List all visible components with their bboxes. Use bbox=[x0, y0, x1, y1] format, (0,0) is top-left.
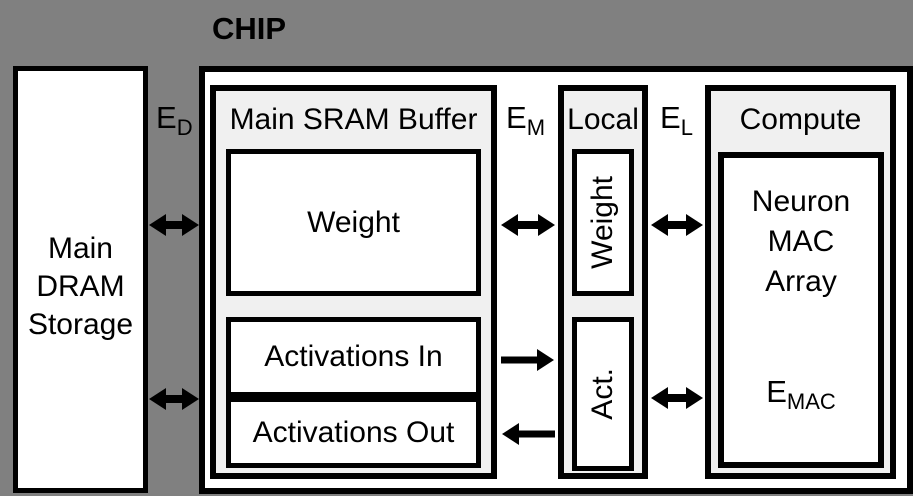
arrow-activations-out-icon bbox=[502, 423, 555, 445]
activations-in-label: Activations In bbox=[264, 340, 443, 373]
main-sram-buffer-title: Main SRAM Buffer bbox=[229, 103, 478, 136]
local-act-label: Act. bbox=[586, 368, 619, 420]
arrow-activations-in-icon bbox=[501, 349, 554, 371]
chip-box: Main SRAM Buffer Weight Activations In A… bbox=[199, 66, 913, 494]
activations-in-box: Activations In bbox=[226, 317, 481, 397]
main-dram-storage-box: Main DRAM Storage bbox=[13, 66, 148, 493]
arrow-local-compute-activations-icon bbox=[651, 387, 703, 409]
energy-label-ed: ED bbox=[156, 100, 193, 140]
local-weight-label: Weight bbox=[586, 176, 619, 269]
compute-title: Compute bbox=[739, 103, 862, 136]
arrow-dram-sram-activations-icon bbox=[149, 388, 199, 410]
activations-out-label: Activations Out bbox=[252, 415, 455, 449]
local-act-box: Act. bbox=[572, 317, 634, 471]
chip-title: CHIP bbox=[212, 11, 287, 46]
local-container: Local Weight Act. bbox=[558, 85, 648, 479]
neuron-mac-array-box: Neuron MAC Array EMAC bbox=[718, 152, 884, 468]
local-title: Local bbox=[567, 103, 639, 136]
activations-out-box: Activations Out bbox=[226, 397, 481, 468]
main-dram-storage-label: Main DRAM Storage bbox=[27, 231, 134, 341]
sram-weight-label: Weight bbox=[307, 205, 400, 239]
neuron-mac-array-label: Neuron MAC Array bbox=[751, 185, 851, 298]
energy-label-el: EL bbox=[660, 100, 693, 140]
compute-container: Compute Neuron MAC Array EMAC bbox=[705, 85, 896, 479]
sram-weight-box: Weight bbox=[226, 149, 481, 296]
main-sram-buffer-container: Main SRAM Buffer Weight Activations In A… bbox=[210, 85, 497, 479]
arrow-local-compute-weight-icon bbox=[651, 214, 703, 236]
local-weight-box: Weight bbox=[572, 149, 634, 296]
arrow-dram-sram-weight-icon bbox=[149, 214, 199, 236]
energy-label-emac: EMAC bbox=[766, 374, 836, 414]
energy-label-em: EM bbox=[506, 100, 546, 140]
arrow-sram-local-weight-icon bbox=[501, 214, 555, 236]
